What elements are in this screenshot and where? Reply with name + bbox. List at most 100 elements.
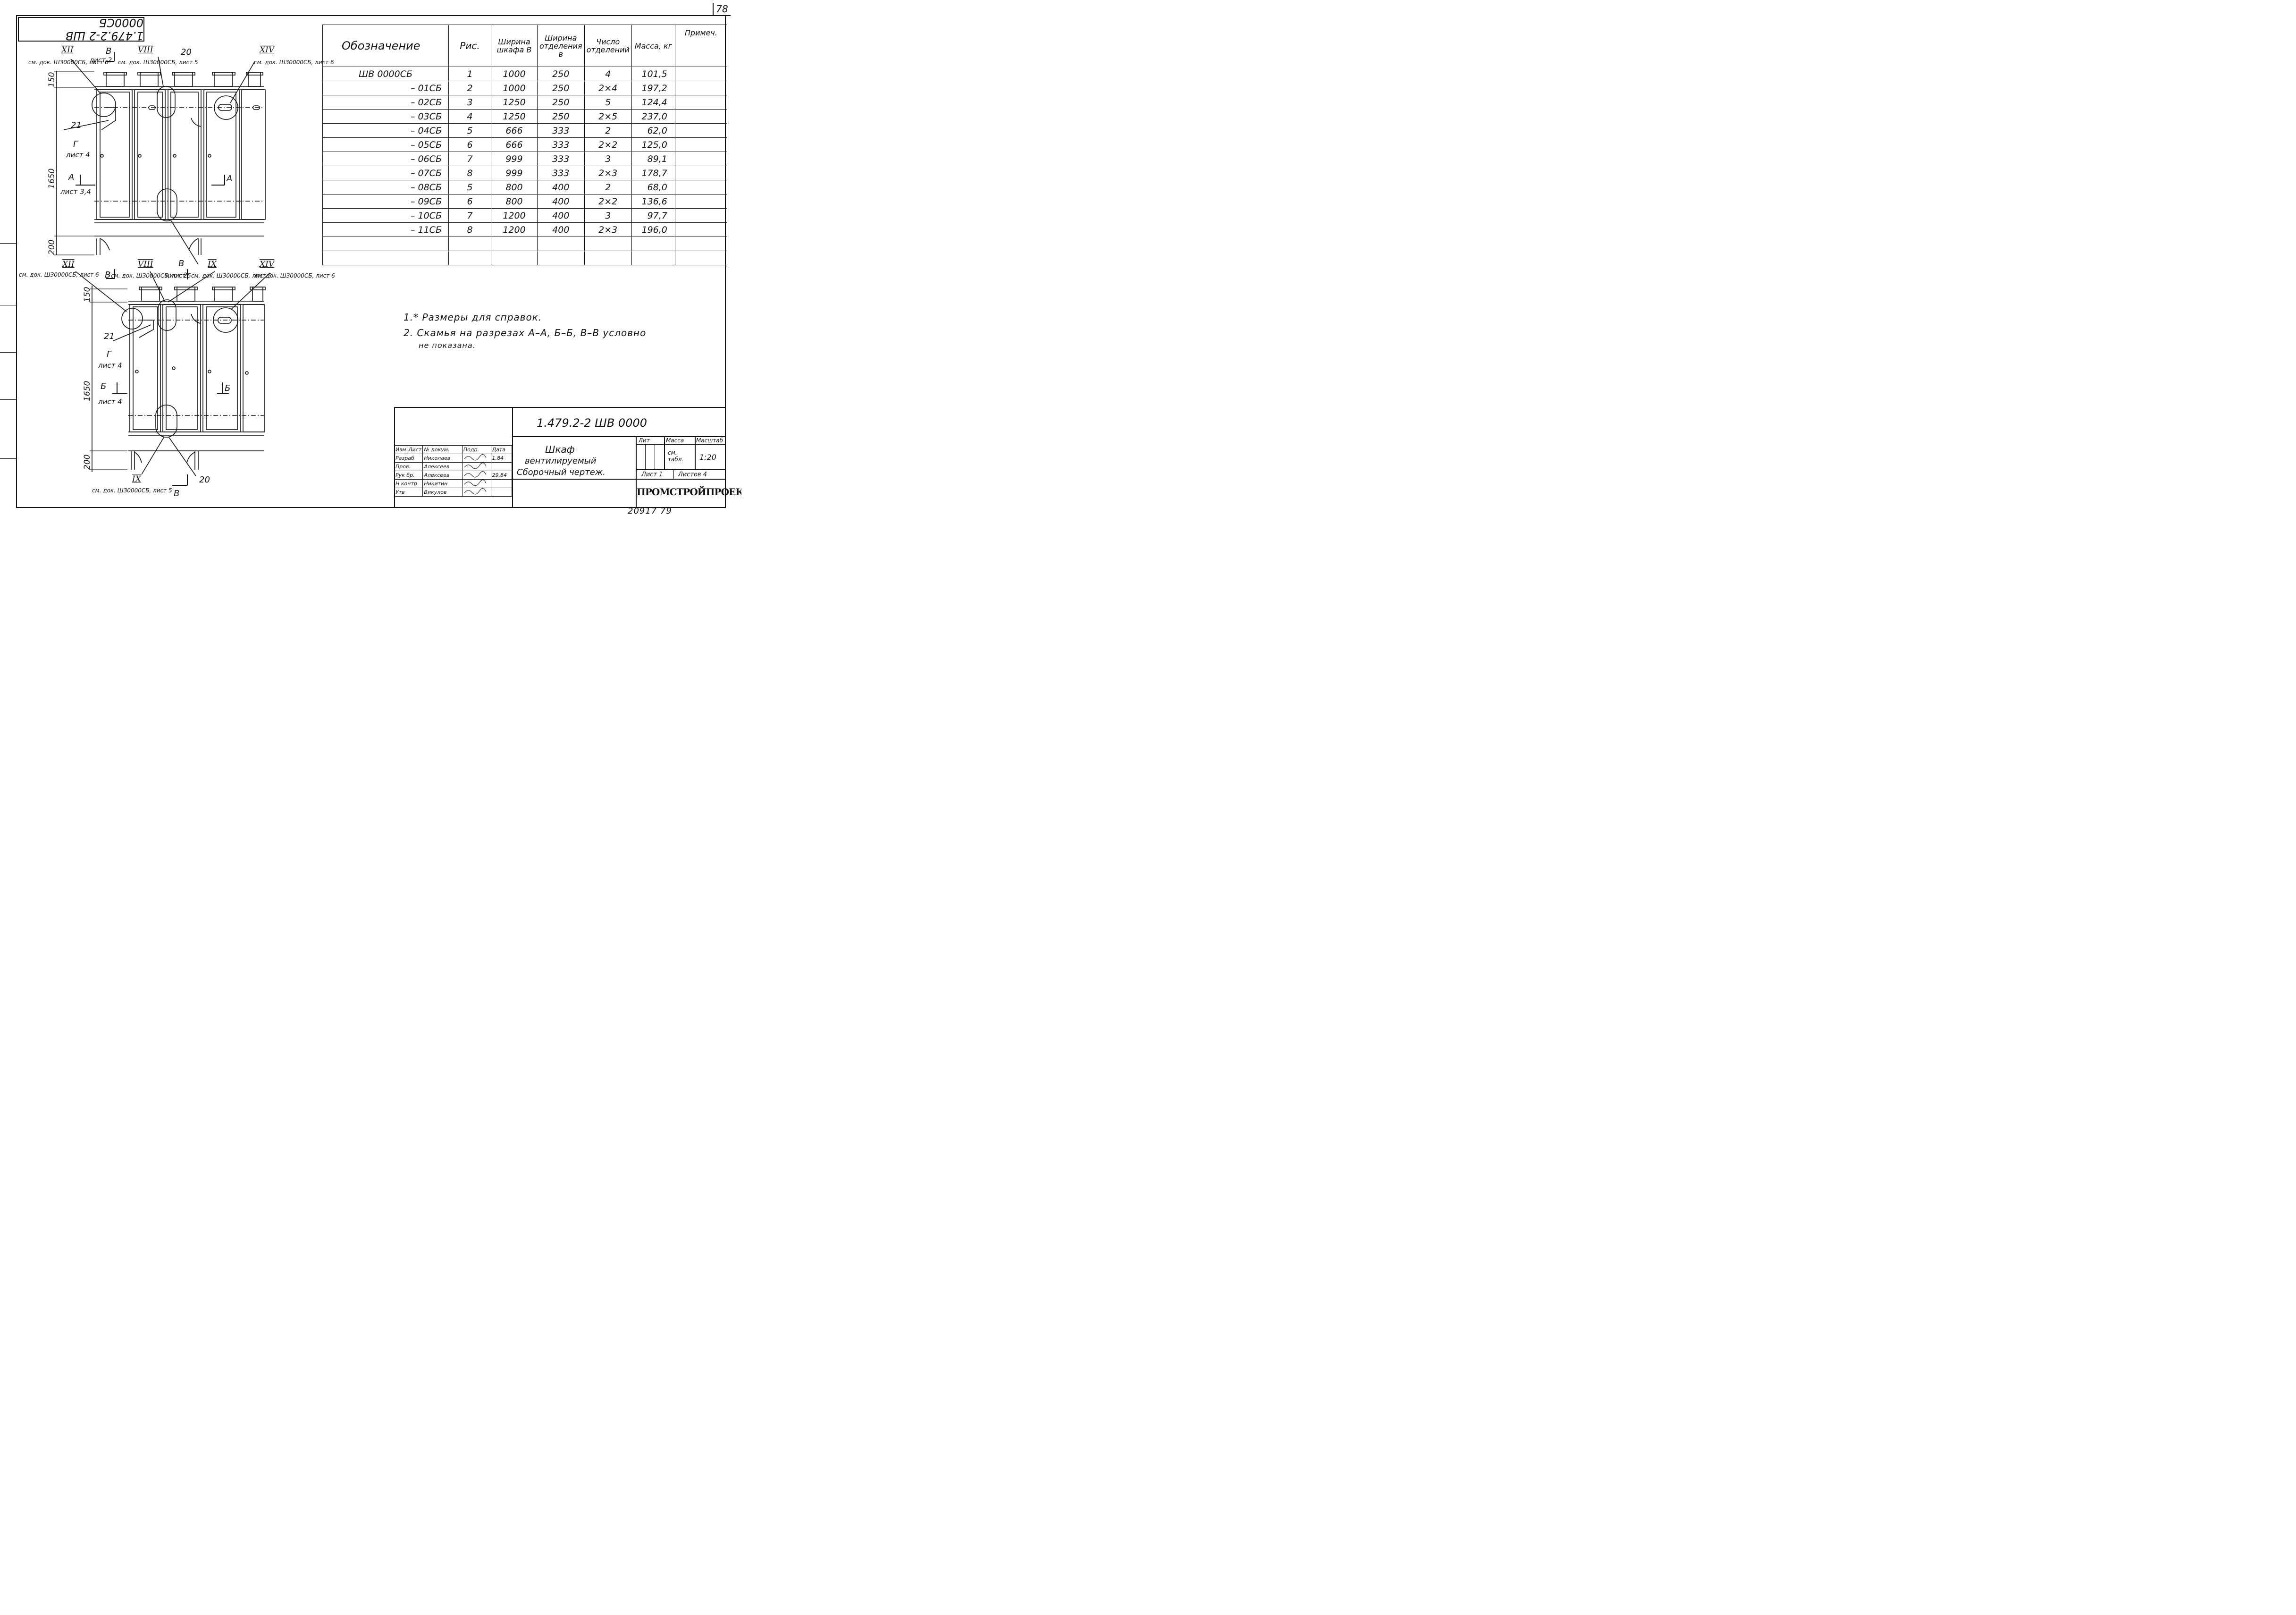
section-a-label-left: А <box>68 172 75 182</box>
signature-scribble <box>462 479 491 488</box>
cell-des: ШВ 0000СБ <box>322 67 449 81</box>
callout-20-top: 20 <box>181 47 192 57</box>
section-g-label-top: Г <box>73 139 78 149</box>
signer-date <box>490 479 512 488</box>
cell-n: 2 <box>584 123 632 138</box>
dim-150-bottom: 150 <box>83 287 92 302</box>
cell-des: – 08СБ <box>322 180 449 194</box>
scale-value: 1:20 <box>699 453 716 462</box>
cell-fig <box>448 237 491 251</box>
cell-wc: 333 <box>537 123 585 138</box>
cell-w: 1250 <box>491 109 538 124</box>
signer-name: Викулов <box>422 488 463 497</box>
cell-n: 2 <box>584 180 632 194</box>
callout-xiv-top: XIV <box>260 45 275 55</box>
callout-viii-ref-bottom: см. док. ШЗ0000СБ, лист 5 <box>111 272 191 279</box>
section-g-label-bottom: Г <box>107 349 112 359</box>
section-b6-sheet: лист 4 <box>98 397 122 406</box>
section-b6-label-left: Б <box>101 381 107 391</box>
cell-n <box>584 251 632 265</box>
cell-des: – 01СБ <box>322 81 449 95</box>
cell-m: 136,6 <box>631 194 675 209</box>
cell-fig: 7 <box>448 152 491 166</box>
cell-wc: 333 <box>537 152 585 166</box>
cell-fig: 8 <box>448 166 491 180</box>
cell-wc: 333 <box>537 166 585 180</box>
sheet-number: 78 <box>713 3 731 16</box>
cell-note <box>674 123 727 138</box>
section-b-bottom-mark: В <box>174 489 180 499</box>
cell-fig: 7 <box>448 208 491 223</box>
cell-w: 666 <box>491 137 538 152</box>
cell-n: 3 <box>584 152 632 166</box>
cell-fig: 3 <box>448 95 491 110</box>
left-margin-strip <box>0 243 16 507</box>
cell-m: 125,0 <box>631 137 675 152</box>
cell-des: – 02СБ <box>322 95 449 110</box>
archive-numbers: 20917 79 <box>628 506 672 516</box>
signer-name: Алексеев <box>422 471 463 480</box>
signature-scribble <box>462 471 491 480</box>
callout-xiv-ref-top: см. док. ШЗ0000СБ, лист 6 <box>254 59 334 66</box>
cell-m: 237,0 <box>631 109 675 124</box>
section-a-label-right: А <box>227 174 233 184</box>
col-header-note: Примеч. <box>674 25 727 67</box>
cell-w: 1200 <box>491 208 538 223</box>
cell-note <box>674 194 727 209</box>
cell-n: 2×3 <box>584 222 632 237</box>
cell-note <box>674 95 727 110</box>
signer-date: 29.84 <box>490 471 512 480</box>
section-b6-label-right: Б <box>225 383 231 393</box>
cell-w: 999 <box>491 152 538 166</box>
cell-m: 196,0 <box>631 222 675 237</box>
cell-m: 178,7 <box>631 166 675 180</box>
cell-fig: 5 <box>448 180 491 194</box>
dim-1650-bottom: 1650 <box>83 380 92 401</box>
section-a-sheet: лист 3,4 <box>60 187 91 196</box>
signer-date <box>490 462 512 471</box>
dim-200-bottom: 200 <box>83 454 92 470</box>
cell-n: 2×4 <box>584 81 632 95</box>
col-header-cabinet-width: Ширина шкафа В <box>491 25 538 67</box>
section-b-left-bottom: В <box>105 270 111 280</box>
signer-role: Разраб <box>394 454 423 463</box>
table-row <box>322 251 727 265</box>
cell-m: 62,0 <box>631 123 675 138</box>
cell-w: 1000 <box>491 67 538 81</box>
cell-note <box>674 237 727 251</box>
cell-w <box>491 251 538 265</box>
callout-viii-ref-top: см. док. ШЗ0000СБ, лист 5 <box>118 59 198 66</box>
dim-1650-top: 1650 <box>47 168 57 189</box>
signer-role: Пров. <box>394 462 423 471</box>
cell-wc: 400 <box>537 208 585 223</box>
cell-fig: 2 <box>448 81 491 95</box>
cell-m: 68,0 <box>631 180 675 194</box>
cell-m: 97,7 <box>631 208 675 223</box>
cell-w: 1000 <box>491 81 538 95</box>
cell-note <box>674 180 727 194</box>
sheets-label: Листов 4 <box>678 471 707 478</box>
callout-20-bottom: 20 <box>199 475 210 485</box>
cell-wc: 400 <box>537 180 585 194</box>
cell-wc <box>537 237 585 251</box>
callout-xiv-ref-bottom: см. док. ШЗ0000СБ, лист 6 <box>255 272 335 279</box>
signature-scribble <box>462 454 491 463</box>
cell-m: 124,4 <box>631 95 675 110</box>
callout-viii-bottom: VIII <box>138 260 153 269</box>
note-1: 1.* Размеры для справок. <box>404 312 542 323</box>
section-b-label-top: В <box>106 46 112 56</box>
cell-fig: 4 <box>448 109 491 124</box>
signature-scribble <box>462 488 491 497</box>
title-line-3: Сборочный чертеж. <box>517 467 606 477</box>
cell-m <box>631 237 675 251</box>
callout-xiv-bottom: XIV <box>260 260 275 269</box>
cell-des: – 04СБ <box>322 123 449 138</box>
title-line-2: вентилируемый <box>525 456 597 466</box>
cell-w: 800 <box>491 194 538 209</box>
col-header-section-count: Число отделений <box>584 25 632 67</box>
